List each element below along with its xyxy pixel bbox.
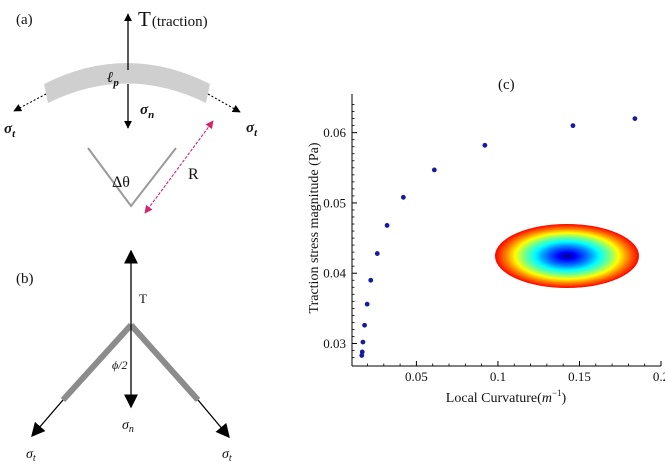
tangential-stress-arrow-right-b [197, 399, 230, 439]
data-point [374, 251, 380, 256]
tangential-stress-label-right: σt [246, 120, 258, 139]
tangential-stress-label-right-b: σt [222, 447, 232, 464]
traction-label-b: T [139, 291, 147, 306]
arc-length-label: ℓp [107, 70, 119, 89]
data-point [384, 223, 390, 228]
y-axis-title: Traction stress magnitude (Pa) [307, 142, 322, 313]
y-tick-label: 0.03 [323, 336, 346, 351]
sigma-t-main-right: σ [246, 120, 255, 136]
data-points [359, 116, 638, 358]
traction-label: T(traction) [138, 7, 208, 31]
delta-theta-label: Δθ [112, 174, 130, 191]
y-tick-label: 0.05 [323, 195, 346, 210]
panel-c-label: (c) [498, 77, 515, 93]
data-point [431, 167, 437, 173]
membrane-arc-band [44, 63, 210, 103]
data-point [368, 277, 374, 283]
tangential-stress-arrow-right [207, 93, 241, 113]
x-tick-label: 0.05 [405, 369, 428, 384]
x-axis-title-main: Local Curvature( [446, 391, 542, 406]
radius-label: R [188, 166, 199, 183]
data-point [362, 322, 367, 328]
sigma-t-sub-right-b: t [229, 453, 232, 464]
data-point [364, 301, 370, 307]
data-point [360, 339, 366, 345]
sigma-t-sub-left: t [12, 128, 16, 140]
sigma-t-main-left: σ [4, 121, 13, 137]
sigma-n-main: σ [140, 102, 149, 118]
data-point [359, 349, 365, 355]
traction-word: (traction) [152, 14, 208, 30]
tangential-stress-label-left-b: σt [26, 447, 36, 464]
sigma-t-sub-right: t [254, 127, 258, 139]
sigma-n-main-b: σ [122, 418, 130, 433]
x-axis-title: Local Curvature(m−1) [446, 388, 567, 406]
data-point [632, 116, 638, 121]
panel-a-label: (a) [16, 12, 33, 28]
angle-wedge [87, 147, 177, 208]
membrane-bar-right [128, 323, 201, 402]
data-point [400, 194, 406, 200]
tangential-stress-arrow-left-b [31, 399, 64, 438]
x-axis-ticks: 0.05 0.1 0.15 0.2 [367, 361, 665, 384]
panel-a: (a) T(traction) ℓp σn σt σt Δθ R [4, 7, 258, 214]
panel-c: (c) 0.05 0.1 0.15 0.2 0.03 0.04 0.05 0.06 Loca… [307, 77, 665, 406]
x-axis-title-unit: m [542, 391, 552, 406]
sigma-t-main-right-b: σ [222, 447, 230, 462]
sigma-n-sub: n [148, 109, 154, 121]
x-tick-label: 0.2 [653, 369, 665, 384]
y-axis-ticks: 0.03 0.04 0.05 0.06 [323, 104, 357, 358]
x-tick-label: 0.15 [568, 369, 591, 384]
data-point [359, 353, 365, 358]
scatter-plot: 0.05 0.1 0.15 0.2 0.03 0.04 0.05 0.06 [323, 94, 665, 384]
lp-main: ℓ [107, 70, 113, 86]
tangential-stress-label-left: σt [4, 121, 16, 140]
radius-arrow [144, 120, 214, 214]
normal-stress-label-b: σn [122, 418, 134, 435]
sigma-t-main-left-b: σ [26, 447, 34, 462]
sigma-t-sub-left-b: t [33, 453, 36, 464]
traction-t: T [138, 7, 151, 31]
y-tick-label: 0.06 [323, 125, 346, 140]
panel-b-label: (b) [16, 271, 34, 287]
lp-sub: p [112, 77, 119, 89]
tangential-stress-arrow-left [13, 93, 47, 112]
normal-stress-label: σn [140, 102, 154, 121]
y-tick-label: 0.04 [323, 266, 346, 281]
data-point [482, 142, 488, 148]
phi-half-label: ϕ/2 [112, 358, 128, 372]
x-axis-title-close: ) [562, 391, 567, 406]
heatmap-ellipse-icon [495, 224, 639, 288]
data-point [570, 123, 576, 129]
sigma-n-sub-b: n [129, 424, 134, 435]
membrane-bar-left [60, 322, 134, 403]
panel-b: (b) T ϕ/2 σn σt σt [16, 249, 232, 464]
chart-axes [351, 94, 661, 367]
x-axis-title-exp: −1 [552, 388, 562, 398]
x-tick-label: 0.1 [490, 369, 506, 384]
